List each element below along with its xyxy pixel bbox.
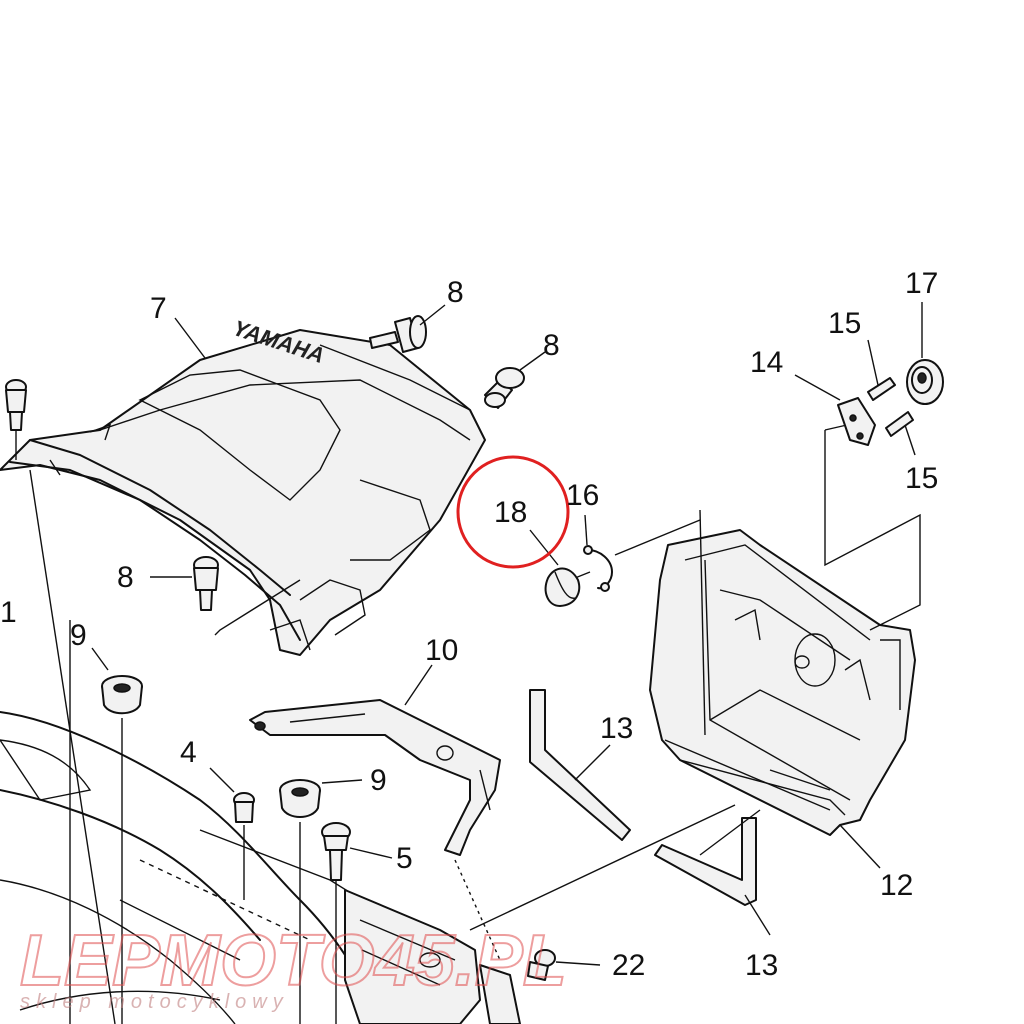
callout-8-right: 8 [543,329,560,362]
screw-15-lower [885,411,916,456]
highlight-circle [456,455,570,569]
callout-13-right: 13 [745,949,778,982]
callout-8-top: 8 [447,276,464,309]
bolt-8-right [484,351,546,409]
grommet-9-center [279,779,363,1024]
seal-13-right [654,817,771,936]
grommet-17 [906,302,944,405]
callout-22: 22 [612,949,645,982]
rear-cover: YAMAHA [0,316,486,656]
watermark-tagline: sklep motocyklowy [20,991,289,1013]
callout-15-lower: 15 [905,462,938,495]
bolt-22 [527,949,601,981]
callout-15-upper: 15 [828,307,861,340]
bracket-10 [249,664,501,856]
bolt-8-top [369,304,446,353]
bolt-4 [209,767,255,900]
callout-8-lower: 8 [117,561,134,594]
callout-13-left: 13 [600,712,633,745]
knob-18 [529,529,581,607]
bolt-5 [321,822,393,1024]
callout-7: 7 [150,292,167,325]
callout-5: 5 [396,842,413,875]
callout-17: 17 [905,267,938,300]
watermark-brand: LEPMOTO45.PL [20,921,567,1001]
callout-4: 4 [180,736,197,769]
bracket-14 [794,374,876,446]
callout-16: 16 [566,479,599,512]
lower-bracket [344,889,521,1024]
screw-15-upper [867,339,896,401]
callout-14: 14 [750,346,783,379]
callout-18: 18 [494,496,527,529]
callout-9-left: 9 [70,619,87,652]
grommet-9-left [91,647,143,1024]
bolt-top-left [5,379,27,460]
bolt-8-lower [150,556,301,636]
callout-1: 1 [0,596,17,629]
clip-16 [574,514,613,592]
callout-10: 10 [425,634,458,667]
storage-box-12 [649,509,916,869]
callout-12: 12 [880,869,913,902]
callout-9-center: 9 [370,764,387,797]
seal-13-left [529,689,631,841]
